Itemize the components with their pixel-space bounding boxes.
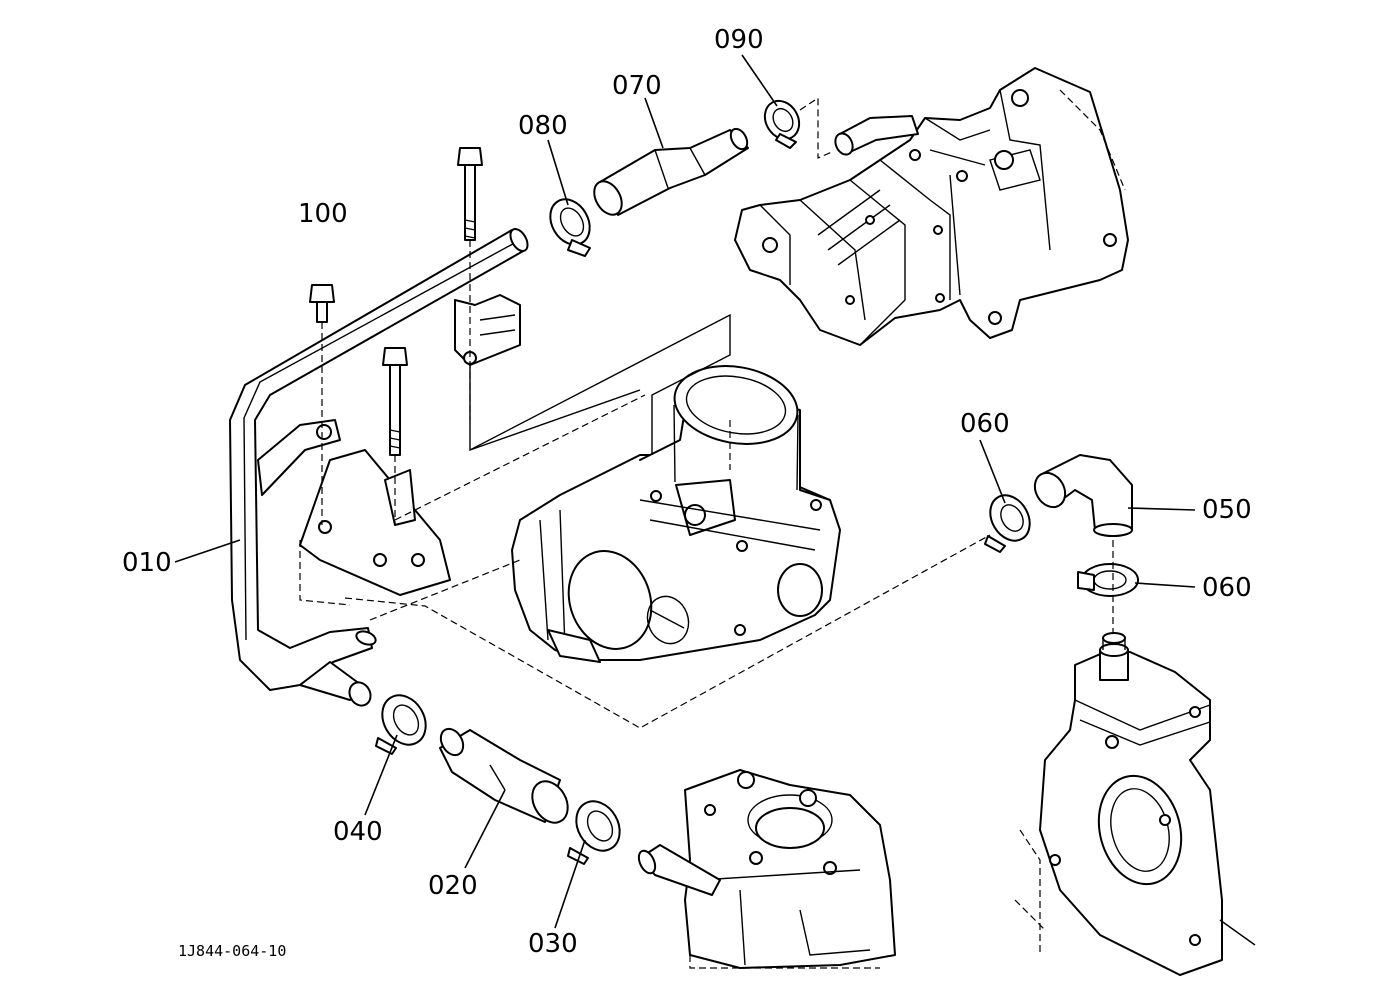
callout-060-lower: 060: [1202, 573, 1252, 603]
callout-050: 050: [1202, 495, 1252, 525]
connection-line-lower: [344, 534, 991, 729]
callout-020: 020: [428, 871, 478, 901]
clamp-090: [763, 99, 801, 149]
clamp-030: [567, 800, 621, 865]
bolt-100: [309, 284, 335, 525]
callout-030: 030: [528, 929, 578, 959]
connection-line-throttle: [394, 394, 646, 521]
leader-lines: [174, 54, 1196, 929]
callout-080: 080: [518, 111, 568, 141]
mounting-bracket: [299, 294, 521, 606]
clamp-060-upper: [984, 494, 1031, 553]
clamp-080: [549, 198, 591, 257]
hose-020: [439, 727, 569, 824]
clamp-060-lower: [1077, 563, 1139, 597]
gasket-outline: [469, 313, 731, 455]
throttle-body-assembly: [511, 365, 841, 663]
connection-line-center: [369, 559, 521, 621]
callout-040: 040: [333, 817, 383, 847]
callout-090: 090: [714, 25, 764, 55]
clamp-040: [375, 694, 427, 755]
callout-060-upper: 060: [960, 409, 1010, 439]
gasket-outline-left: [469, 389, 641, 451]
bolt-long-lower: [382, 347, 408, 525]
pipe-010: [229, 228, 529, 707]
hose-070: [593, 127, 749, 216]
connection-line: [799, 96, 833, 159]
callout-100: 100: [298, 199, 348, 229]
callout-070: 070: [612, 71, 662, 101]
callout-010: 010: [122, 548, 172, 578]
bolt-long-upper: [457, 147, 483, 420]
housing-lower-center: [637, 769, 896, 969]
hose-050: [1033, 454, 1133, 537]
diagram-reference-code: 1J844-064-10: [178, 942, 286, 960]
housing-lower-right: [1014, 632, 1256, 976]
egr-valve-assembly: [734, 67, 1129, 346]
